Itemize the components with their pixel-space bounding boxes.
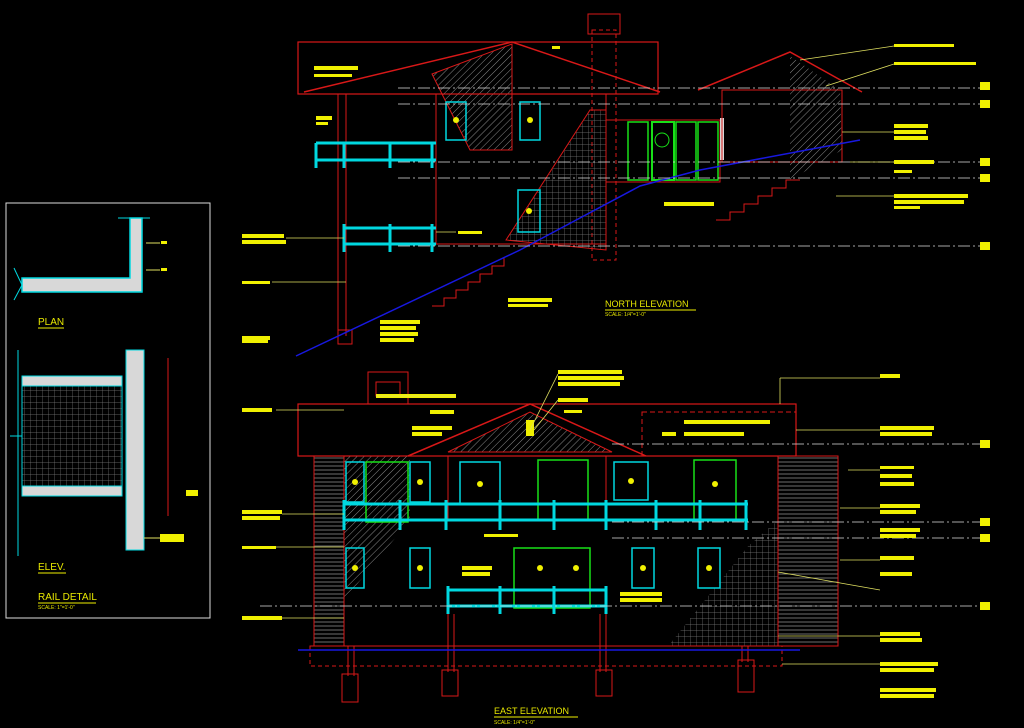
rail-detail-scale: SCALE: 1"=1'-0"	[38, 605, 75, 611]
east-elevation-drawing: EAST ELEVATION SCALE: 1/4"=1'-0"	[160, 370, 990, 726]
north-elevation-scale: SCALE: 1/4"=1'-0"	[605, 312, 646, 318]
rail-detail-elev-label: ELEV.	[38, 562, 65, 573]
rail-detail-panel: PLAN ELEV. RAIL DETAIL SCALE: 1"=1'-0"	[5, 202, 211, 619]
rail-detail-title: RAIL DETAIL	[38, 592, 97, 603]
north-elevation-title: NORTH ELEVATION	[605, 299, 689, 309]
rail-detail-plan-drawing	[13, 217, 167, 301]
rail-detail-plan-label: PLAN	[38, 317, 64, 328]
east-elevation-scale: SCALE: 1/4"=1'-0"	[494, 720, 535, 726]
east-elevation-title: EAST ELEVATION	[494, 706, 569, 716]
rail-detail-elevation-drawing	[10, 349, 198, 556]
north-elevation-drawing: NORTH ELEVATION SCALE: 1/4"=1'-0"	[242, 13, 990, 357]
